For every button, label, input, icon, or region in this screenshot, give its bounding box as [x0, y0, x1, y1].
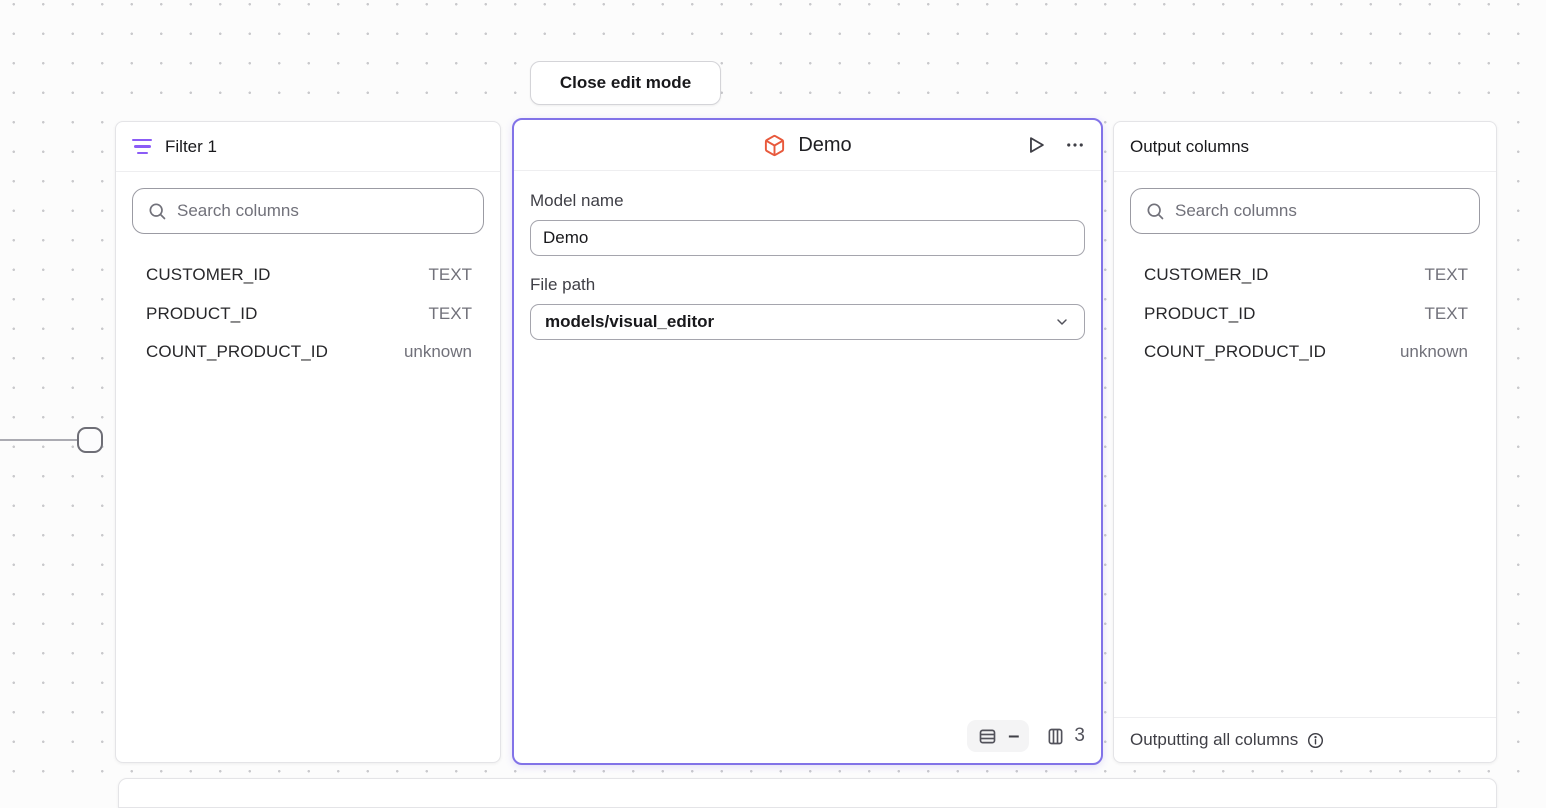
- column-type: unknown: [1399, 342, 1468, 362]
- output-panel-title: Output columns: [1130, 136, 1250, 156]
- model-node-panel[interactable]: Demo Mod: [512, 118, 1103, 765]
- connector-handle[interactable]: [77, 427, 103, 453]
- model-panel-header[interactable]: Demo: [514, 120, 1101, 171]
- cube-icon: [763, 134, 786, 157]
- connector-edge: [0, 439, 78, 441]
- column-name: COUNT_PRODUCT_ID: [1144, 342, 1327, 362]
- column-row[interactable]: PRODUCT_ID TEXT: [1130, 295, 1480, 334]
- output-search-box[interactable]: [1130, 188, 1480, 234]
- search-icon: [1145, 201, 1165, 221]
- run-model-button[interactable]: [1025, 134, 1047, 156]
- column-row[interactable]: COUNT_PRODUCT_ID unknown: [1130, 333, 1480, 372]
- output-panel-header: Output columns: [1114, 122, 1496, 172]
- filter-search-input[interactable]: [177, 201, 469, 221]
- column-count-value: 3: [1074, 725, 1085, 746]
- model-panel-footer: – 3: [967, 720, 1085, 752]
- output-panel-footer: Outputting all columns: [1114, 717, 1496, 762]
- column-row[interactable]: CUSTOMER_ID TEXT: [132, 256, 484, 295]
- column-row[interactable]: CUSTOMER_ID TEXT: [1130, 256, 1480, 295]
- more-options-button[interactable]: [1065, 135, 1085, 155]
- model-name-input[interactable]: [530, 220, 1085, 256]
- play-icon: [1025, 134, 1047, 156]
- ellipsis-icon: [1065, 135, 1085, 155]
- search-icon: [147, 201, 167, 221]
- close-edit-mode-button[interactable]: Close edit mode: [530, 61, 721, 105]
- chevron-down-icon: [1054, 314, 1070, 330]
- file-path-label: File path: [530, 275, 596, 294]
- filter-icon: [132, 138, 152, 155]
- column-name: PRODUCT_ID: [1144, 303, 1256, 323]
- column-row[interactable]: COUNT_PRODUCT_ID unknown: [132, 333, 484, 372]
- model-panel-body: Model name File path models/visual_edito…: [514, 171, 1101, 352]
- rows-icon: [977, 726, 998, 747]
- filter-column-list: CUSTOMER_ID TEXT PRODUCT_ID TEXT COUNT_P…: [116, 250, 500, 372]
- bottom-node-panel[interactable]: [118, 778, 1497, 808]
- output-column-list: CUSTOMER_ID TEXT PRODUCT_ID TEXT COUNT_P…: [1114, 250, 1496, 372]
- model-name-label: Model name: [530, 191, 624, 210]
- column-name: CUSTOMER_ID: [146, 265, 271, 285]
- column-name: PRODUCT_ID: [146, 303, 258, 323]
- file-path-select[interactable]: models/visual_editor: [530, 304, 1085, 340]
- output-footer-text: Outputting all columns: [1130, 730, 1299, 749]
- column-name: COUNT_PRODUCT_ID: [146, 342, 329, 362]
- filter-node-panel[interactable]: Filter 1 CUSTOMER_ID TEXT PRODUCT_ID TEX…: [115, 121, 501, 763]
- column-type: TEXT: [428, 303, 472, 323]
- column-type: TEXT: [1424, 265, 1468, 285]
- file-path-value: models/visual_editor: [545, 312, 715, 331]
- column-count-indicator[interactable]: 3: [1045, 725, 1085, 747]
- columns-icon: [1045, 726, 1066, 747]
- column-type: TEXT: [428, 265, 472, 285]
- output-search-input[interactable]: [1175, 201, 1465, 221]
- row-count-value: –: [1008, 725, 1020, 747]
- output-columns-panel[interactable]: Output columns CUSTOMER_ID TEXT PRODUCT_…: [1113, 121, 1497, 763]
- row-count-toggle[interactable]: –: [967, 720, 1030, 752]
- column-type: unknown: [403, 342, 472, 362]
- filter-panel-header[interactable]: Filter 1: [116, 122, 500, 172]
- filter-search-box[interactable]: [132, 188, 484, 234]
- column-type: TEXT: [1424, 303, 1468, 323]
- info-icon[interactable]: [1306, 731, 1325, 750]
- column-row[interactable]: PRODUCT_ID TEXT: [132, 295, 484, 334]
- column-name: CUSTOMER_ID: [1144, 265, 1269, 285]
- model-panel-title: Demo: [798, 133, 852, 156]
- filter-panel-title: Filter 1: [165, 136, 217, 156]
